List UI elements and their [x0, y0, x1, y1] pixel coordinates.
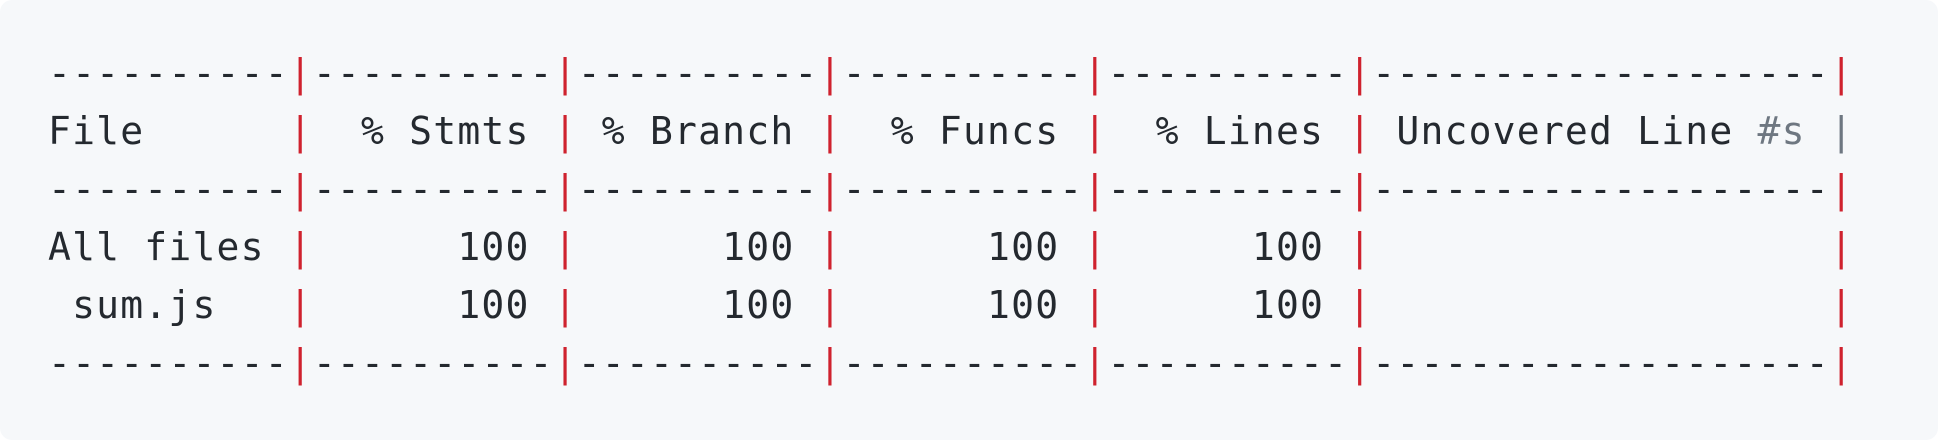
header-uncovered: Uncovered Line — [1372, 109, 1758, 153]
header-row: File | % Stmts | % Branch | % Funcs | % … — [48, 109, 1854, 153]
coverage-table: ----------|----------|----------|-------… — [48, 44, 1854, 392]
rule-row-top: ----------|----------|----------|-------… — [48, 51, 1854, 95]
row-uncovered — [1372, 225, 1829, 269]
header-stmts: % Stmts — [312, 109, 554, 153]
row-stmts: 100 — [312, 225, 554, 269]
table-row: sum.js | 100 | 100 | 100 | 100 | | — [48, 283, 1854, 327]
row-funcs: 100 — [842, 283, 1084, 327]
row-lines: 100 — [1107, 283, 1349, 327]
rule-row-bottom: ----------|----------|----------|-------… — [48, 341, 1854, 385]
header-funcs: % Funcs — [842, 109, 1084, 153]
row-file: sum.js — [48, 283, 289, 327]
row-stmts: 100 — [312, 283, 554, 327]
row-file: All files — [48, 225, 289, 269]
header-branch: % Branch — [577, 109, 819, 153]
table-row: All files | 100 | 100 | 100 | 100 | | — [48, 225, 1854, 269]
header-lines: % Lines — [1107, 109, 1349, 153]
header-uncovered-comment: #s — [1757, 109, 1830, 153]
rule-row-middle: ----------|----------|----------|-------… — [48, 167, 1854, 211]
row-branch: 100 — [577, 225, 819, 269]
row-branch: 100 — [577, 283, 819, 327]
header-file: File — [48, 109, 289, 153]
row-lines: 100 — [1107, 225, 1349, 269]
row-uncovered — [1372, 283, 1829, 327]
row-funcs: 100 — [842, 225, 1084, 269]
